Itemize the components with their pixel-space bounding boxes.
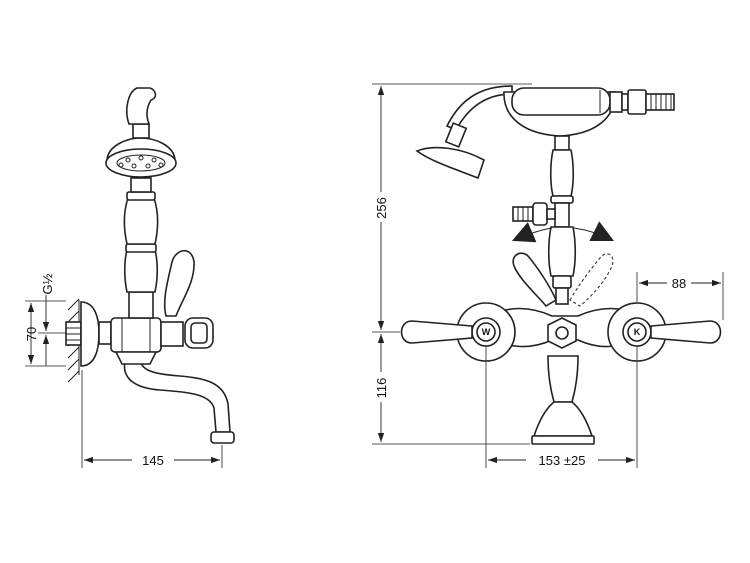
riser-column xyxy=(547,135,577,305)
cold-mark: K xyxy=(634,327,641,337)
front-spacing-dimension: 153 ±25 xyxy=(485,346,638,468)
front-handle-dimension: 88 xyxy=(636,272,724,320)
cradle-arm xyxy=(445,85,513,132)
pedestal xyxy=(531,355,595,445)
handset xyxy=(503,87,675,137)
spout-outlet xyxy=(210,431,235,444)
side-valve xyxy=(160,317,214,349)
dim-153-label: 153 ±25 xyxy=(539,453,586,468)
side-shower-head xyxy=(105,87,177,178)
cold-lever xyxy=(650,320,722,344)
side-width-dimension: 145 xyxy=(81,370,223,468)
side-lever xyxy=(163,249,195,317)
spout xyxy=(123,357,231,433)
front-view: W K 2 xyxy=(372,83,724,468)
hot-lever xyxy=(400,320,473,344)
side-column xyxy=(123,177,159,319)
thread-label: G½ xyxy=(40,273,55,294)
wall-connector xyxy=(65,301,112,367)
dim-70-label: 70 xyxy=(24,327,39,341)
front-height-dimensions: 256 116 xyxy=(372,83,532,445)
hot-rosette: W xyxy=(456,302,516,362)
center-hex-nut xyxy=(547,317,577,349)
diverter-lever xyxy=(512,252,558,308)
side-height-dimension: 70 G½ xyxy=(24,273,66,367)
dim-116-label: 116 xyxy=(374,378,389,399)
dim-145-label: 145 xyxy=(142,453,164,468)
hand-shower xyxy=(415,122,485,180)
diverter-lever-alt xyxy=(569,253,614,307)
hot-mark: W xyxy=(482,327,491,337)
rotation-arrow-left xyxy=(511,222,553,243)
dim-256-label: 256 xyxy=(374,197,389,219)
rotation-arrow-right xyxy=(573,221,614,241)
side-body xyxy=(110,317,162,365)
riser-outlet xyxy=(512,202,556,226)
dim-88-label: 88 xyxy=(672,276,686,291)
side-view: 145 70 G½ xyxy=(24,87,235,468)
